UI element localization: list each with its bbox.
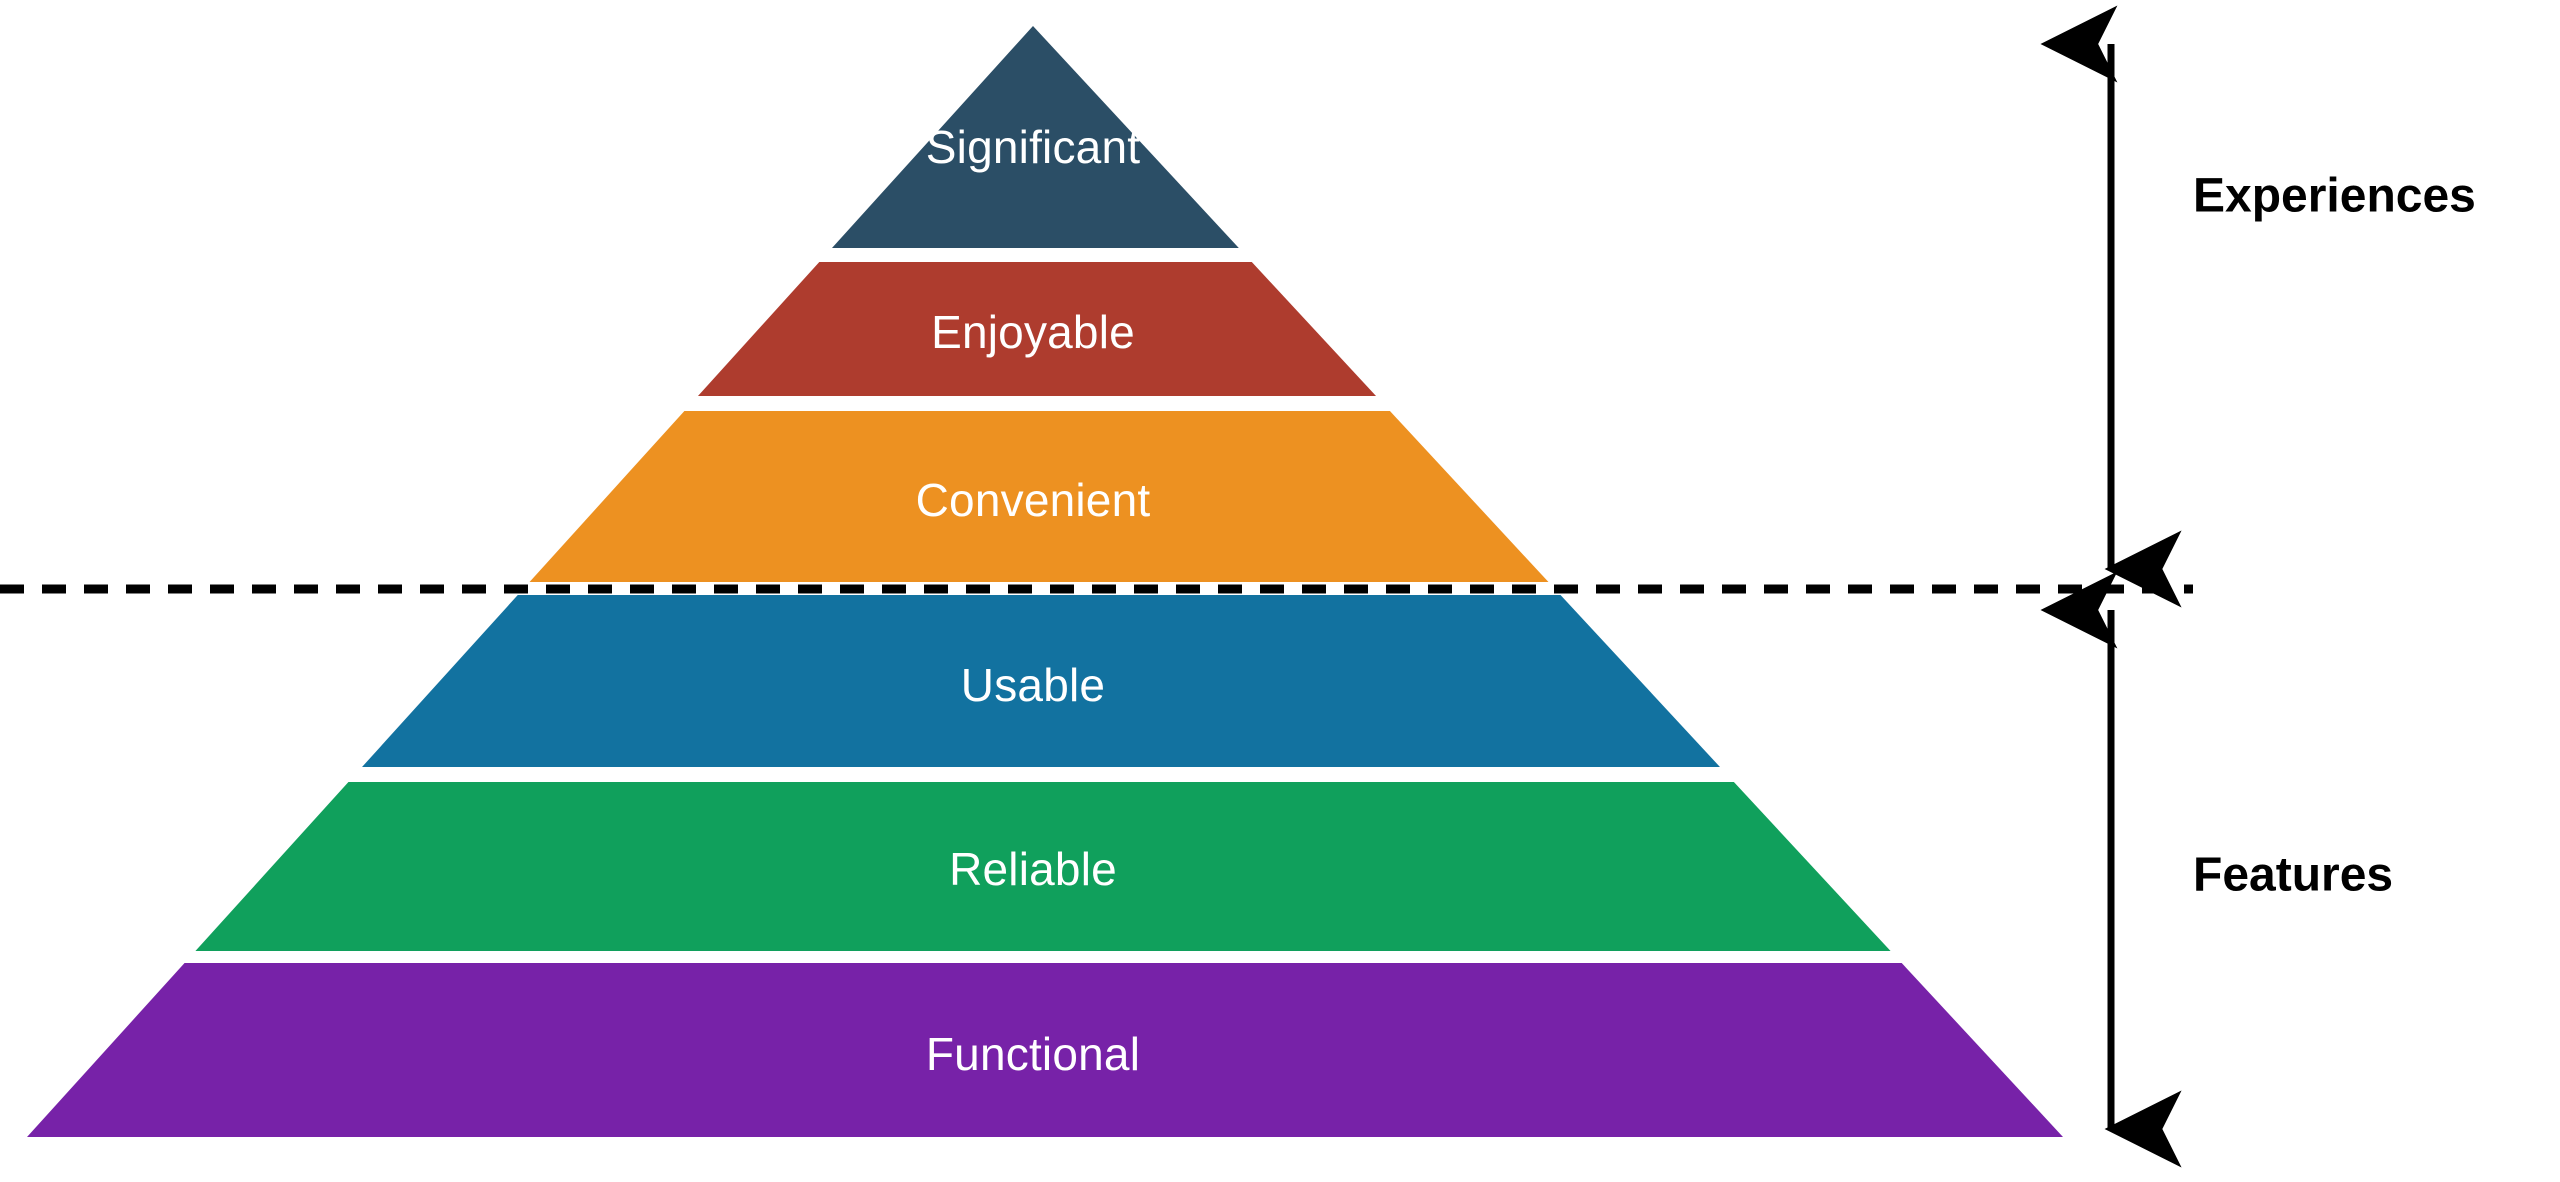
group-label-features: Features <box>2193 848 2394 902</box>
pyramid-band-reliable[interactable] <box>195 782 1891 951</box>
pyramid-band-enjoyable[interactable] <box>697 262 1377 396</box>
pyramid-bands <box>27 26 2063 1137</box>
group-label-experiences: Experiences <box>2193 169 2476 223</box>
pyramid-band-functional[interactable] <box>27 963 2063 1137</box>
pyramid-band-significant[interactable] <box>831 26 1239 248</box>
pyramid-band-usable[interactable] <box>362 595 1720 767</box>
pyramid-band-convenient[interactable] <box>529 411 1549 582</box>
